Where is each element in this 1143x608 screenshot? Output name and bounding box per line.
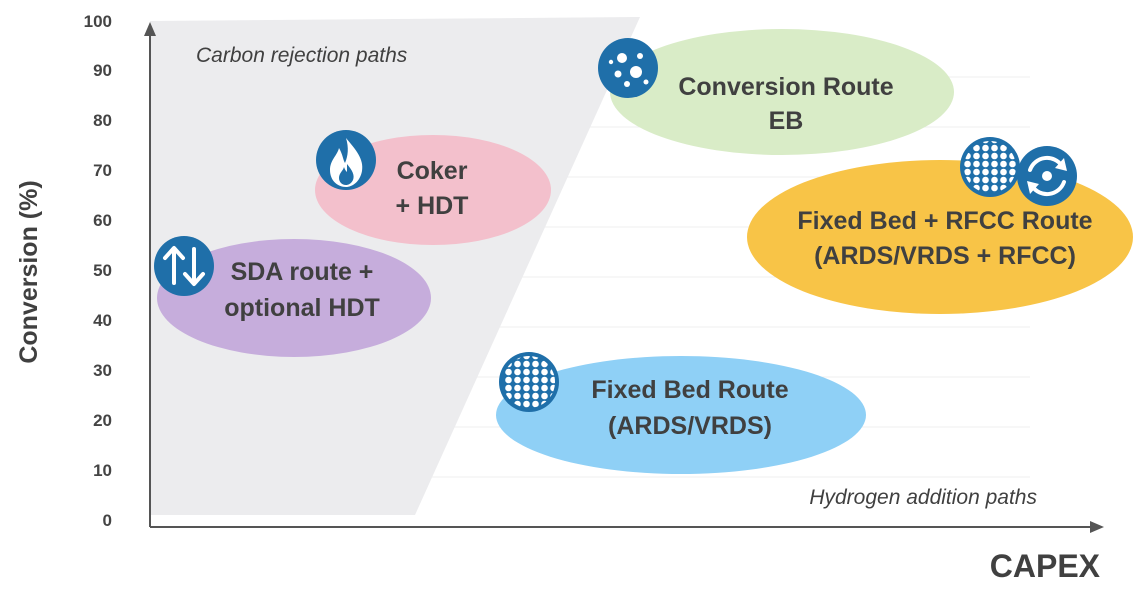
route-eb: Conversion Route EB <box>598 29 954 155</box>
y-tick-label: 30 <box>93 361 112 380</box>
route-fixed-bed-bubble <box>496 356 866 474</box>
flame-icon <box>316 130 376 190</box>
route-rfcc-label-line2: (ARDS/VRDS + RFCC) <box>814 242 1076 270</box>
y-tick-label: 80 <box>93 111 112 130</box>
y-tick-label: 70 <box>93 161 112 180</box>
y-tick-label: 60 <box>93 211 112 230</box>
x-axis-title: CAPEX <box>990 548 1101 584</box>
hydrogen-addition-annotation: Hydrogen addition paths <box>809 486 1037 509</box>
route-fixed-bed: Fixed Bed Route (ARDS/VRDS) <box>496 352 866 474</box>
route-eb-bubble <box>610 29 954 155</box>
catalyst-bed-icon <box>960 137 1020 197</box>
y-tick-label: 10 <box>93 461 112 480</box>
up-down-arrows-icon <box>154 236 214 296</box>
y-tick-label: 20 <box>93 411 112 430</box>
route-eb-label-line2: EB <box>769 107 804 135</box>
bubbles-icon <box>598 38 658 98</box>
route-fixed-bed-label-line1: Fixed Bed Route <box>591 376 788 404</box>
x-axis-arrow <box>1090 521 1104 533</box>
axes <box>144 22 1104 533</box>
route-rfcc: Fixed Bed + RFCC Route (ARDS/VRDS + RFCC… <box>747 137 1133 314</box>
carbon-rejection-annotation: Carbon rejection paths <box>196 44 408 67</box>
route-coker-label-line2: + HDT <box>396 192 469 220</box>
y-tick-label: 40 <box>93 311 112 330</box>
route-coker: Coker + HDT <box>315 130 551 245</box>
recycle-icon <box>1017 146 1077 206</box>
route-coker-label-line1: Coker <box>397 157 468 185</box>
y-tick-label: 100 <box>84 12 112 31</box>
y-axis-title: Conversion (%) <box>15 180 43 363</box>
route-rfcc-label-line1: Fixed Bed + RFCC Route <box>797 207 1092 235</box>
catalyst-bed-icon <box>499 352 559 412</box>
y-axis-arrow <box>144 22 156 36</box>
route-sda-label-line1: SDA route + <box>231 258 374 286</box>
route-sda: SDA route + optional HDT <box>154 236 431 357</box>
route-sda-label-line2: optional HDT <box>224 294 380 322</box>
route-fixed-bed-label-line2: (ARDS/VRDS) <box>608 412 772 440</box>
route-eb-label-line1: Conversion Route <box>678 73 893 101</box>
y-tick-label: 90 <box>93 61 112 80</box>
y-tick-label: 0 <box>103 511 112 530</box>
y-tick-label: 50 <box>93 261 112 280</box>
y-tick-labels: 0 10 20 30 40 50 60 70 80 90 100 <box>84 12 112 530</box>
route-sda-bubble <box>157 239 431 357</box>
